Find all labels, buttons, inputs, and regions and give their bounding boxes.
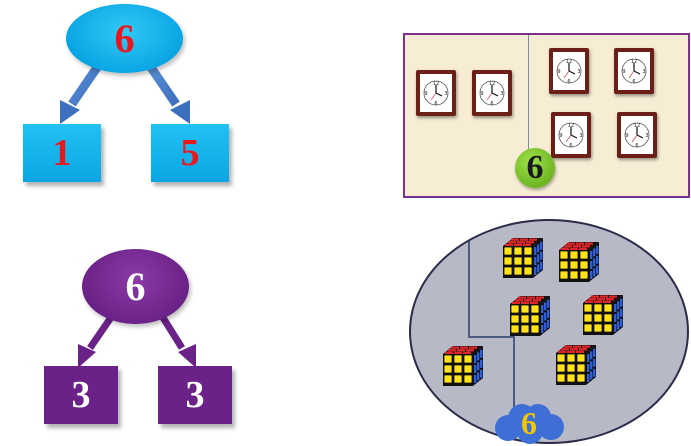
tree-blue-total-label: 6 bbox=[114, 16, 135, 61]
svg-text:9: 9 bbox=[557, 69, 560, 75]
tree-purple-right-part: 3 bbox=[158, 366, 232, 424]
svg-text:9: 9 bbox=[625, 133, 628, 139]
tree-purple-arrows bbox=[78, 314, 196, 368]
tree-purple-left-label: 3 bbox=[71, 374, 91, 416]
tree-blue-arrows bbox=[60, 63, 190, 124]
cubes-total-label: 6 bbox=[521, 404, 537, 441]
svg-text:12: 12 bbox=[631, 59, 637, 65]
tree-blue-right-label: 5 bbox=[180, 132, 200, 174]
svg-text:12: 12 bbox=[489, 81, 495, 87]
svg-text:3: 3 bbox=[577, 69, 580, 75]
arrow-icon bbox=[159, 314, 196, 368]
clock-icon: 12 3 6 9 bbox=[549, 48, 589, 94]
svg-text:12: 12 bbox=[634, 123, 640, 129]
clocks-total-label: 6 bbox=[526, 149, 544, 186]
arrow-icon bbox=[146, 63, 190, 124]
svg-text:6: 6 bbox=[569, 143, 572, 149]
svg-text:6: 6 bbox=[434, 101, 437, 107]
clock-icon: 12 3 6 9 bbox=[617, 112, 657, 158]
cloud-icon bbox=[495, 404, 564, 444]
svg-text:3: 3 bbox=[444, 91, 447, 97]
svg-text:3: 3 bbox=[642, 69, 645, 75]
tree-purple-total-label: 6 bbox=[125, 264, 146, 309]
tree-blue-total: 6 bbox=[66, 4, 183, 73]
clocks-total-badge: 6 bbox=[515, 148, 555, 188]
tree-purple-left-part: 3 bbox=[44, 366, 118, 424]
rubiks-cube-icon bbox=[506, 294, 552, 345]
rubiks-cube-icon bbox=[499, 236, 545, 287]
cubes-total-badge: 6 bbox=[490, 402, 568, 444]
cubes-circle bbox=[409, 219, 689, 444]
svg-text:6: 6 bbox=[567, 79, 570, 85]
clock-icon: 12 3 6 9 bbox=[416, 70, 456, 116]
rubiks-cube-icon bbox=[439, 344, 485, 395]
rubiks-cube-icon bbox=[579, 293, 625, 344]
svg-text:3: 3 bbox=[579, 133, 582, 139]
svg-text:12: 12 bbox=[568, 123, 574, 129]
svg-text:3: 3 bbox=[500, 91, 503, 97]
tree-purple-right-label: 3 bbox=[185, 374, 205, 416]
svg-text:6: 6 bbox=[635, 143, 638, 149]
svg-text:9: 9 bbox=[424, 91, 427, 97]
svg-text:12: 12 bbox=[566, 59, 572, 65]
clock-icon: 12 3 6 9 bbox=[614, 48, 654, 94]
tree-purple-total: 6 bbox=[82, 249, 189, 324]
tree-blue-left-part: 1 bbox=[23, 124, 101, 182]
arrow-icon bbox=[78, 314, 115, 368]
svg-text:9: 9 bbox=[559, 133, 562, 139]
rubiks-cube-icon bbox=[555, 240, 601, 291]
svg-text:12: 12 bbox=[433, 81, 439, 87]
svg-text:9: 9 bbox=[480, 91, 483, 97]
clock-icon: 12 3 6 9 bbox=[551, 112, 591, 158]
svg-text:6: 6 bbox=[632, 79, 635, 85]
svg-text:6: 6 bbox=[490, 101, 493, 107]
svg-text:3: 3 bbox=[645, 133, 648, 139]
arrow-icon bbox=[60, 63, 102, 124]
clock-icon: 12 3 6 9 bbox=[472, 70, 512, 116]
rubiks-cube-icon bbox=[552, 343, 598, 394]
tree-blue-left-label: 1 bbox=[52, 132, 72, 174]
tree-blue-right-part: 5 bbox=[151, 124, 229, 182]
clocks-divider bbox=[528, 35, 529, 183]
cubes-divider bbox=[468, 241, 515, 407]
svg-text:9: 9 bbox=[622, 69, 625, 75]
